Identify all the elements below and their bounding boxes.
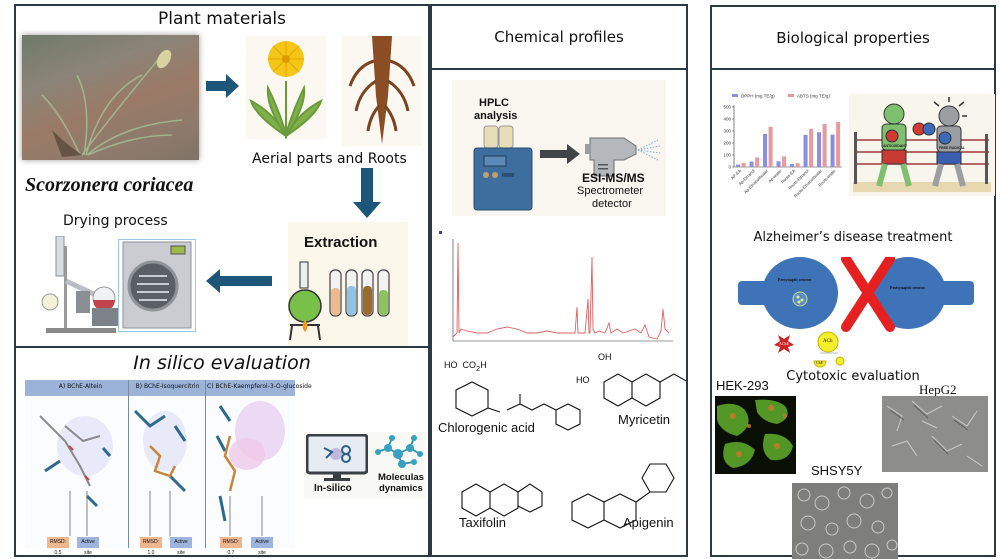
rmsd-badge-b: RMSD: 1.0 (140, 537, 162, 556)
root-illustration (342, 36, 422, 146)
molecule-network-icon (374, 434, 424, 468)
y-tick-label: 400 (723, 117, 731, 122)
legend-swatch (788, 94, 794, 97)
bar (741, 162, 746, 167)
cytotoxic-title: Cytotoxic evaluation (786, 369, 920, 384)
free-radical-label: FREE RADICAL (939, 146, 966, 150)
insilico-icon-label: In-silico (314, 483, 352, 494)
extraction-label: Extraction (304, 234, 378, 251)
spectrometer-label: Spectrometer (577, 185, 644, 197)
arrow-right-icon (206, 73, 240, 99)
chromatogram (437, 229, 683, 347)
drying-process-label: Drying process (63, 213, 168, 229)
hplc-illustration: HPLC analysis ESI-MS/MS Spectrometer det… (452, 80, 666, 216)
docking-figure: A) BChE-Altein B) BChE-Isoquercitrin C) … (25, 380, 312, 556)
freeze-dryer-illustration (118, 239, 196, 332)
postsynaptic-label: Postsynaptic neuron (890, 285, 925, 290)
bar (749, 161, 754, 167)
ach-label: ACh (823, 339, 833, 344)
hepg2-micrograph (882, 396, 988, 472)
flower-illustration (246, 36, 326, 139)
esi-label: ESI-MS/MS (582, 171, 645, 185)
md-label-line1: Moleculas (378, 472, 424, 483)
bar (822, 124, 827, 167)
y-tick-label: 0 (728, 165, 731, 170)
compound-taxifolin: Taxifolin (459, 515, 506, 530)
active-site-badge-a: Active site (77, 537, 99, 556)
md-label-line2: dynamics (379, 483, 423, 494)
bar (809, 128, 814, 167)
bar (736, 164, 741, 167)
bar (782, 156, 787, 167)
synapse-diagram: Presynaptic neuron Postsynaptic neuron A… (738, 257, 978, 369)
bar (790, 164, 795, 167)
compound-chlorogenic-acid: Chlorogenic acid (438, 420, 535, 435)
arrow-down-icon (352, 168, 382, 218)
legend-label: DPPH (mg TE/g) (741, 94, 775, 99)
species-name: Scorzonera coriacea (25, 174, 194, 196)
detector-label: detector (592, 198, 632, 210)
bar (795, 163, 800, 167)
in-silico-panel: In silico evaluation A) BChE-Altein B) B… (14, 346, 430, 557)
antioxidant-bar-chart: 0 100 200 300 400 500 DPPH (mg TE/g) ABTS (mg T… (714, 91, 844, 209)
in-silico-title: In silico evaluation (133, 352, 311, 374)
compound-structures: HO CO2H OH HO Chlorogenic acid Myricetin… (432, 352, 686, 557)
cell-line-hek293: HEK-293 (716, 378, 769, 393)
active-site-badge-b: Active site (170, 537, 192, 556)
rmsd-badge-a: RMSD: 0.5 (47, 537, 69, 556)
bar (763, 134, 768, 167)
arrow-left-icon (206, 268, 272, 294)
computer-icon (306, 434, 368, 482)
y-tick-label: 300 (723, 129, 731, 134)
plant-materials-panel: Plant materials Scorzonera coriacea (14, 4, 430, 348)
biological-properties-title: Biological properties (776, 29, 930, 47)
docking-header-a: A) BChE-Altein (58, 383, 103, 390)
y-tick-label: 100 (723, 153, 731, 158)
presynaptic-label: Presynaptic neuron (778, 277, 812, 282)
shsy5y-micrograph (792, 483, 898, 559)
bar (776, 161, 781, 167)
bar (836, 122, 841, 167)
bar (755, 157, 760, 167)
rmsd-badge-c: RMSD: 0.7 (220, 537, 242, 556)
boxing-illustration: ANTIOXIDANT FREE RADICAL (849, 94, 995, 196)
cell-line-hepg2: HepG2 (919, 382, 957, 397)
bar (768, 126, 773, 167)
bar (830, 134, 835, 167)
y-tick-label: 200 (723, 141, 731, 146)
legend-label: ABTS (mg TE/g) (797, 94, 830, 99)
bar (817, 132, 822, 167)
docking-header-c: C) BChE-Kaempferol-3-O-glucoside (207, 383, 312, 390)
biological-properties-panel: Biological properties 0 100 200 300 400 500 DP… (710, 5, 996, 559)
compound-myricetin: Myricetin (618, 412, 671, 427)
aerial-parts-label: Aerial parts and Roots (252, 151, 407, 167)
antioxidant-label: ANTIOXIDANT (883, 144, 907, 148)
plant-materials-title: Plant materials (157, 9, 287, 29)
active-site-badge-c: Active site (251, 537, 273, 556)
hplc-label-1: HPLC (479, 97, 509, 109)
hplc-label-2: analysis (474, 110, 518, 122)
chemical-profiles-title: Chemical profiles (494, 28, 624, 46)
chemical-profiles-panel: Chemical profiles HPLC analysis ESI-MS/M… (430, 4, 688, 557)
x-tick-label: Ap-Ethanol/water (743, 168, 770, 195)
bar (803, 134, 808, 167)
compound-apigenin: Apigenin (623, 515, 674, 530)
y-tick-label: 500 (723, 105, 731, 110)
alzheimer-title: Alzheimer’s disease treatment (753, 230, 953, 245)
rotary-evaporator-illustration (36, 236, 128, 334)
ache-label: AChE (779, 341, 789, 346)
docking-header-b: B) BChE-Isoquercitrin (135, 383, 200, 390)
che-label: ChE (816, 360, 824, 365)
cell-line-shsy5y: SHSY5Y (811, 463, 863, 478)
legend-swatch (732, 94, 738, 97)
insilico-icons-box: In-silico Moleculas dynamics (304, 432, 426, 498)
extraction-illustration: Extraction (288, 222, 408, 346)
hek293-micrograph (715, 396, 796, 474)
plant-photo (22, 35, 199, 160)
